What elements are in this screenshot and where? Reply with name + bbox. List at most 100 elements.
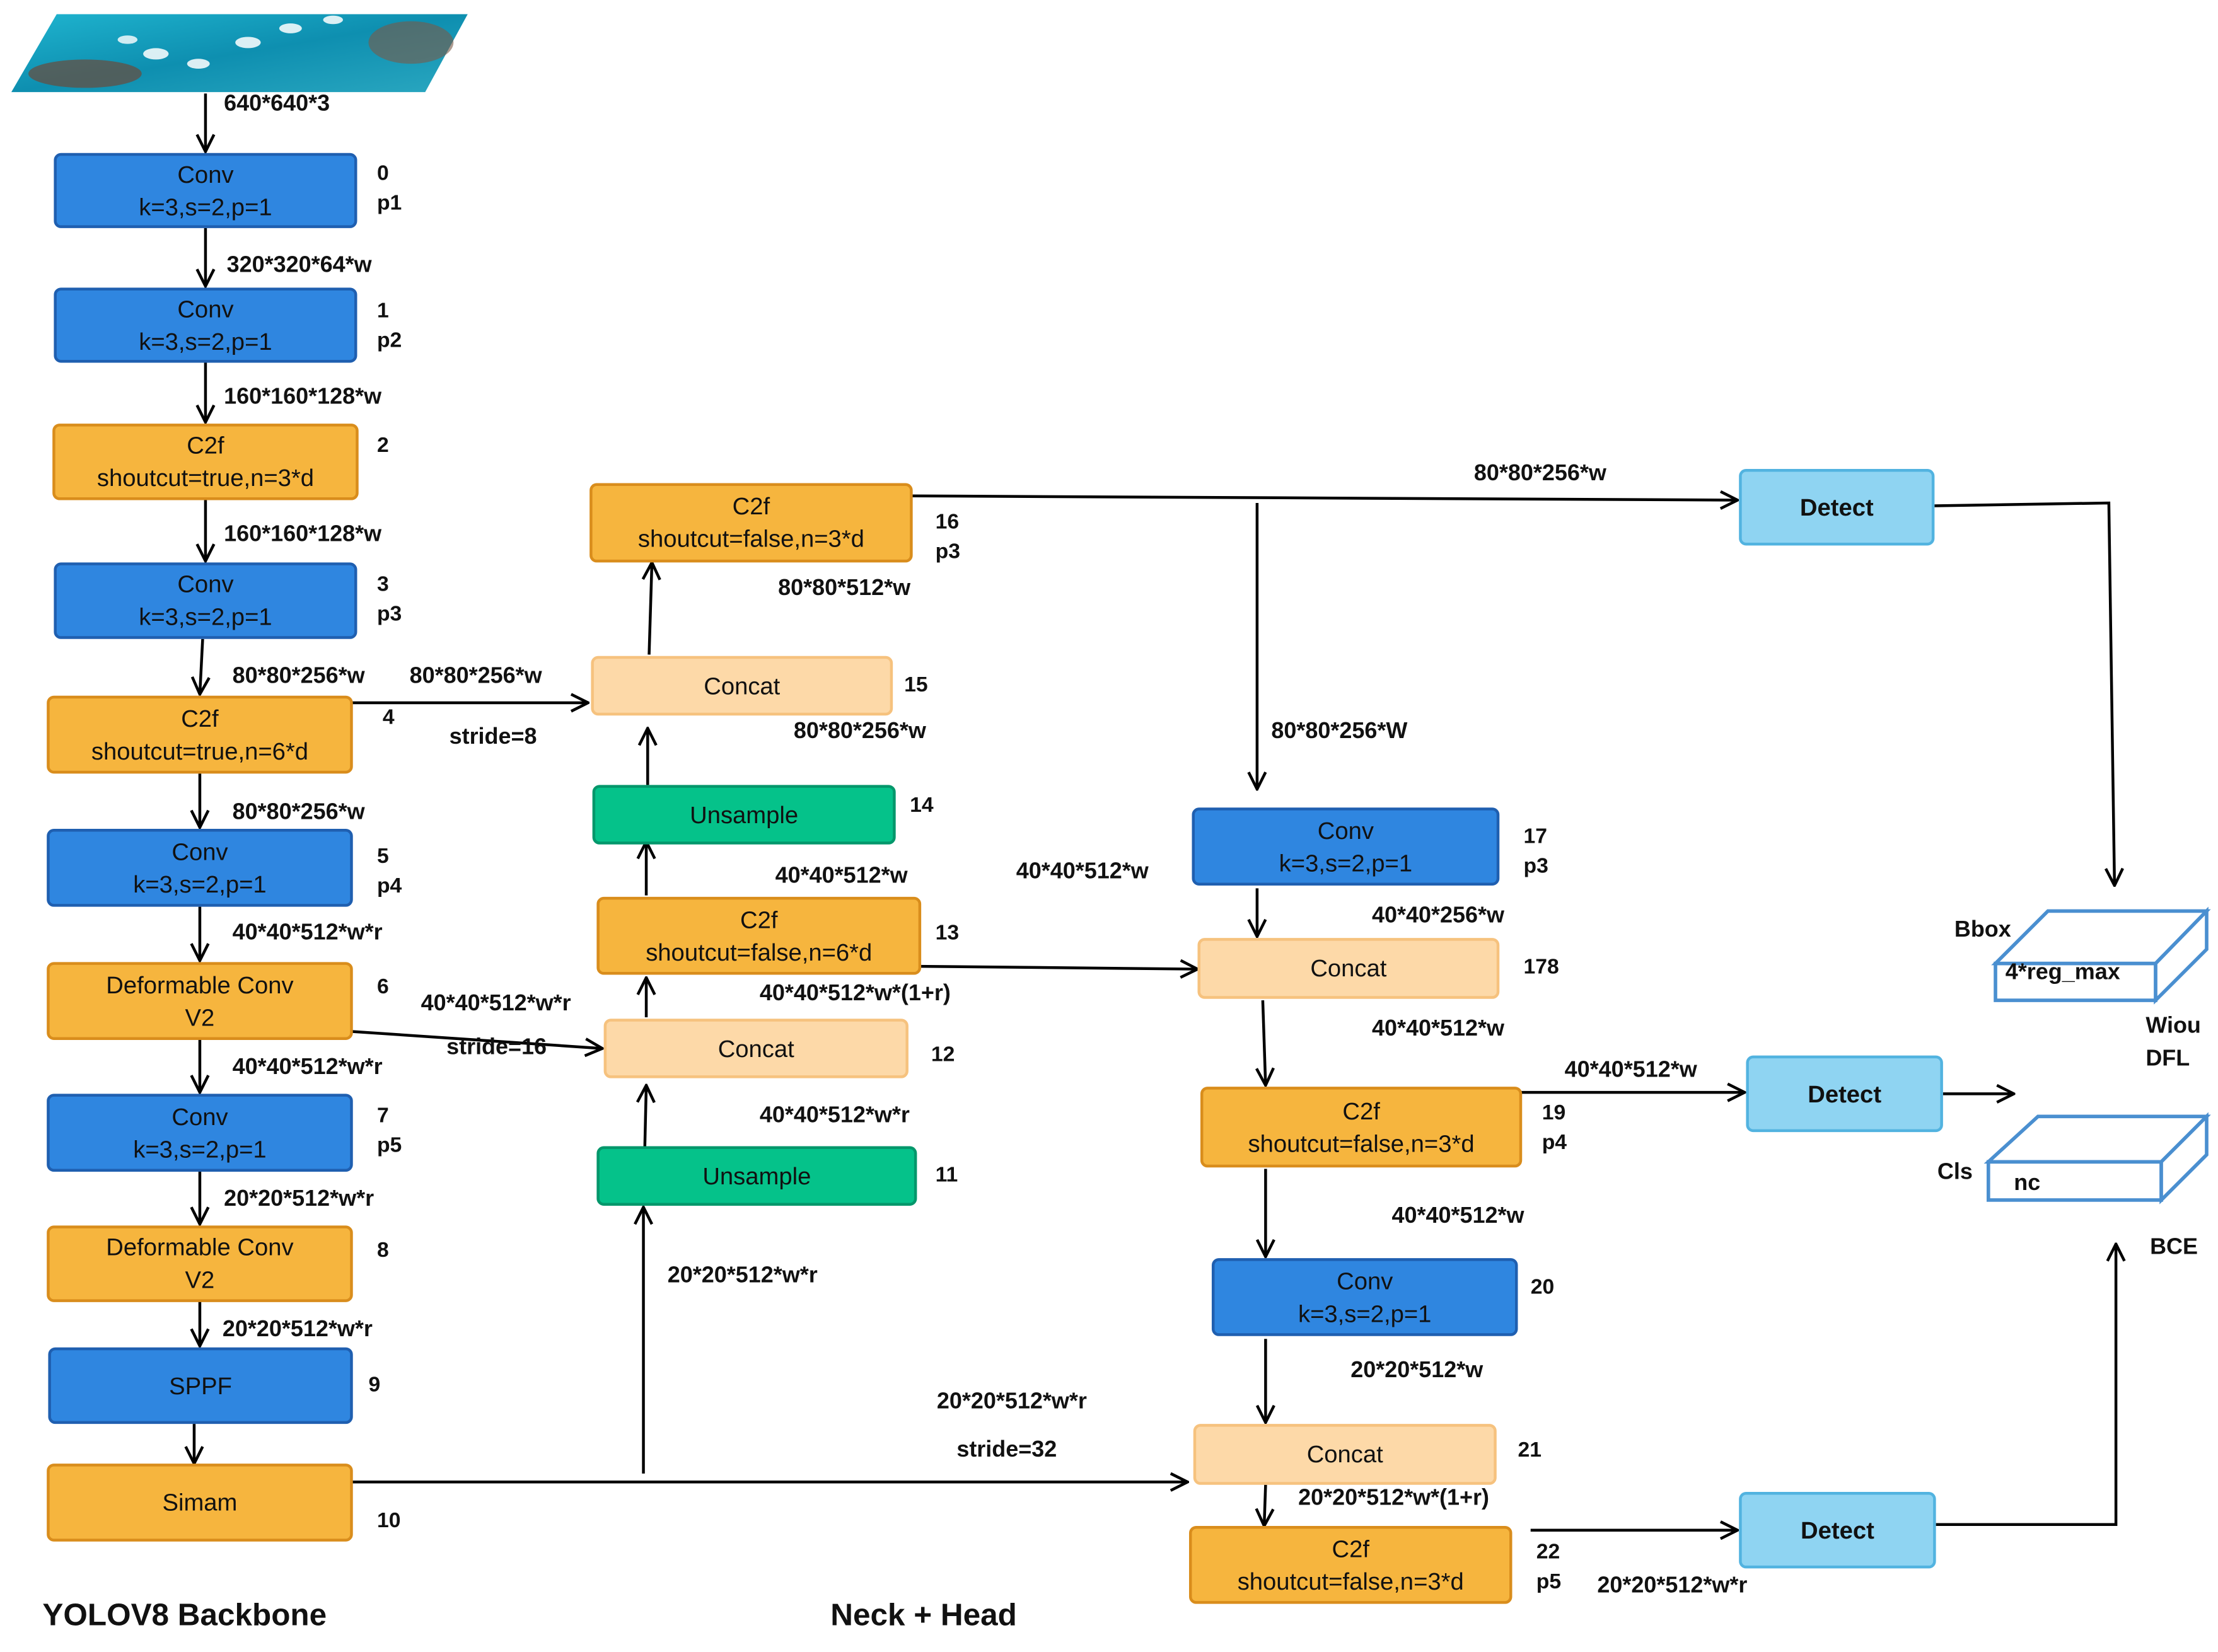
node-6-name: Deformable Conv (106, 971, 294, 998)
node-13-params: shoutcut=false,n=6*d (646, 939, 873, 966)
node-8-deformable-conv: Deformable Conv V2 (47, 1225, 353, 1302)
node-6-params: V2 (185, 1003, 215, 1031)
node-12-index: 12 (931, 1040, 955, 1070)
node-4-c2f: C2f shoutcut=true,n=6*d (47, 695, 353, 774)
node-5-name: Conv (171, 838, 228, 865)
cls-label: Cls (1937, 1160, 1973, 1185)
level-19: p4 (1542, 1130, 1567, 1155)
edge-label-15-16: 80*80*512*w (778, 576, 911, 601)
node-1-params: k=3,s=2,p=1 (139, 328, 272, 355)
node-21-concat: Concat (1193, 1424, 1497, 1485)
edge-label-6-7: 40*40*512*w*r (232, 1055, 383, 1080)
node-20-index: 20 (1531, 1273, 1555, 1302)
edge-label-178-19: 40*40*512*w (1371, 1017, 1504, 1042)
index-10: 10 (376, 1509, 401, 1534)
index-0: 0 (376, 161, 389, 186)
index-17: 17 (1523, 824, 1548, 849)
node-17-name: Conv (1317, 816, 1374, 844)
index-20: 20 (1530, 1275, 1555, 1300)
index-1: 1 (376, 299, 389, 323)
input-image (11, 14, 468, 93)
index-22: 22 (1536, 1540, 1560, 1564)
cls-value: nc (2014, 1172, 2041, 1196)
detect-1-name: Detect (1799, 494, 1874, 521)
node-21-name: Concat (1306, 1441, 1383, 1468)
edge-label-stride32: stride=32 (956, 1438, 1057, 1462)
edge-label-stride16: stride=16 (446, 1036, 547, 1060)
node-15-name: Concat (704, 672, 781, 700)
node-16-c2f: C2f shoutcut=false,n=3*d (589, 483, 913, 563)
edge-label-input: 640*640*3 (224, 92, 330, 117)
edge-label-10-11: 20*20*512*w*r (667, 1264, 818, 1288)
index-6: 6 (376, 974, 389, 999)
index-5: 5 (376, 844, 389, 869)
node-8-index: 8 (377, 1235, 389, 1265)
node-17-conv: Conv k=3,s=2,p=1 (1192, 807, 1500, 886)
detect-head-1: Detect (1739, 469, 1935, 546)
index-12: 12 (931, 1043, 955, 1067)
node-11-index: 11 (936, 1160, 958, 1190)
level-1: p2 (376, 328, 402, 353)
node-20-params: k=3,s=2,p=1 (1298, 1300, 1432, 1327)
edge-label-5-6: 40*40*512*w*r (232, 921, 383, 945)
node-1-conv: Conv k=3,s=2,p=1 (54, 287, 357, 363)
bbox-loss-dfl: DFL (2145, 1047, 2190, 1071)
bbox-value: 4*reg_max (2005, 961, 2120, 985)
node-16-name: C2f (732, 493, 770, 520)
edge-label-2-3: 160*160*128*w (224, 523, 382, 547)
node-22-c2f: C2f shoutcut=false,n=3*d (1188, 1525, 1513, 1604)
node-178-index: 178 (1523, 952, 1559, 982)
node-19-c2f: C2f shoutcut=false,n=3*d (1200, 1087, 1523, 1168)
node-0-params: k=3,s=2,p=1 (139, 193, 272, 221)
edge-label-21-22: 20*20*512*w*(1+r) (1298, 1486, 1490, 1511)
edge-label-10-21: 20*20*512*w*r (936, 1390, 1087, 1414)
node-7-params: k=3,s=2,p=1 (133, 1135, 267, 1163)
edge-label-11-12: 40*40*512*w*r (759, 1104, 910, 1128)
edge-label-4-5: 80*80*256*w (232, 800, 365, 825)
node-5-params: k=3,s=2,p=1 (133, 870, 267, 898)
node-7-name: Conv (171, 1102, 228, 1130)
node-0-conv: Conv k=3,s=2,p=1 (54, 153, 357, 228)
node-13-name: C2f (740, 906, 778, 933)
edge-label-8-9: 20*20*512*w*r (222, 1317, 373, 1342)
node-1-name: Conv (177, 295, 234, 323)
index-19: 19 (1542, 1100, 1566, 1125)
node-5-conv: Conv k=3,s=2,p=1 (47, 829, 353, 907)
edge-label-22-detect: 20*20*512*w*r (1597, 1574, 1748, 1598)
node-10-name: Simam (162, 1489, 238, 1516)
edge-label-13-178: 40*40*512*w (1016, 860, 1149, 884)
node-7-conv: Conv k=3,s=2,p=1 (47, 1094, 353, 1172)
edge-label-14-15: 80*80*256*w (793, 719, 926, 744)
backbone-title: YOLOV8 Backbone (42, 1597, 327, 1632)
level-0: p1 (376, 191, 402, 216)
detect-head-2: Detect (1746, 1055, 1943, 1133)
node-13-c2f: C2f shoutcut=false,n=6*d (596, 896, 922, 975)
edge-label-6-12: 40*40*512*w*r (421, 991, 571, 1016)
node-0-name: Conv (177, 161, 234, 188)
index-14: 14 (910, 793, 934, 818)
index-11: 11 (935, 1163, 958, 1187)
edge-label-12-13: 40*40*512*w*(1+r) (759, 981, 951, 1007)
edge-label-16-detect: 80*80*256*w (1473, 461, 1606, 487)
node-22-name: C2f (1332, 1535, 1369, 1562)
node-11-upsample: Unsample (596, 1146, 917, 1206)
level-3: p3 (376, 602, 402, 627)
node-14-name: Unsample (690, 801, 799, 828)
level-17: p3 (1523, 854, 1548, 879)
index-8: 8 (376, 1238, 389, 1262)
edge-label-19-20: 40*40*512*w (1391, 1204, 1524, 1228)
node-8-params: V2 (185, 1266, 215, 1294)
node-12-concat: Concat (603, 1019, 909, 1078)
level-22: p5 (1536, 1569, 1562, 1594)
edge-label-7-8: 20*20*512*w*r (224, 1187, 375, 1211)
node-20-name: Conv (1337, 1267, 1393, 1295)
node-9-sppf: SPPF (48, 1347, 353, 1424)
index-2: 2 (376, 433, 389, 458)
edge-label-stride8: stride=8 (449, 725, 537, 750)
neck-head-title: Neck + Head (830, 1597, 1017, 1632)
